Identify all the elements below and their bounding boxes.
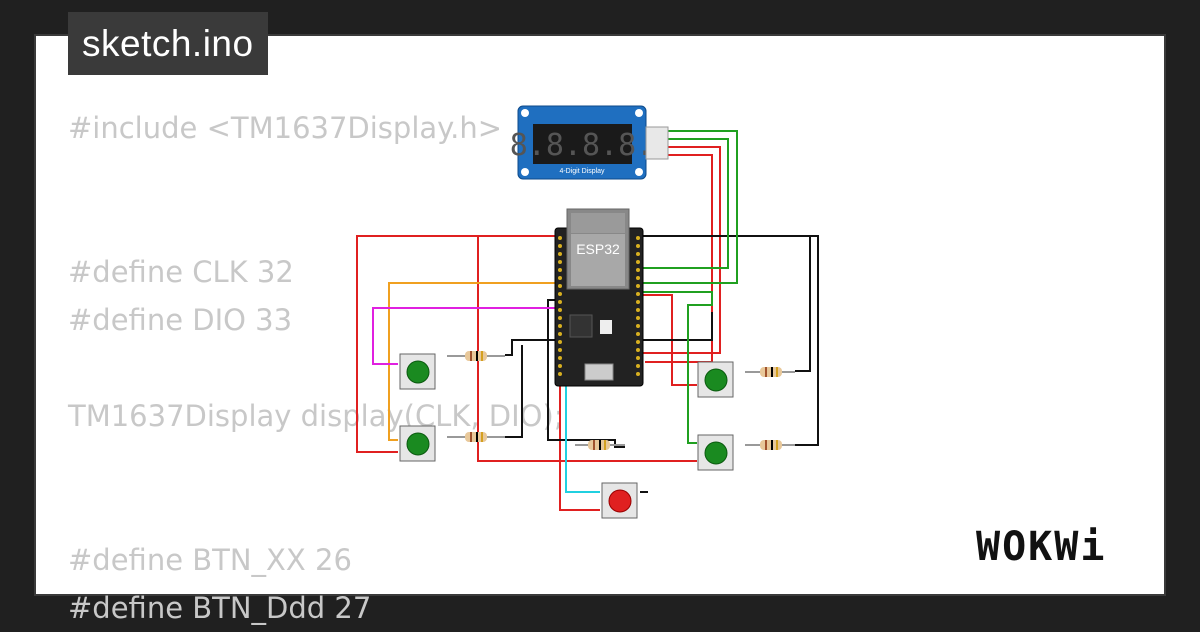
resistor[interactable] [575,440,625,450]
pushbutton-green-4[interactable] [697,434,734,471]
wire-magenta [372,307,560,365]
code-line: TM1637Display display(CLK, DIO); [68,399,564,433]
code-line: #define BTN_Ddd 27 [68,591,372,625]
wire-red [356,235,560,453]
wire-green [640,291,713,444]
wire-orange [388,282,560,441]
wire-green [640,138,729,269]
esp32-board[interactable]: ESP32 [554,208,644,387]
wokwi-logo: WOKWi [976,524,1107,570]
wire-black [505,339,560,356]
resistor[interactable] [745,367,795,377]
code-line: #define BTN_XX 26 [68,543,352,577]
wire-black [547,299,625,448]
wire-green [640,130,738,284]
esp32-pins-right [636,236,640,376]
wire-red [477,235,697,462]
wire-red [645,154,713,363]
wire-black [640,312,713,341]
wire-black [505,345,523,438]
pushbutton-green-2[interactable] [399,425,436,462]
tm1637-display[interactable]: 8.8.8.8. 4-Digit Display [510,105,669,180]
wire-black [640,235,811,372]
resistor[interactable] [447,351,505,361]
resistor[interactable] [447,432,505,442]
code-line: #define DIO 33 [68,303,293,337]
code-background: #include <TM1637Display.h> #define CLK 3… [68,104,564,632]
resistor[interactable] [745,440,795,450]
file-title: sketch.ino [68,12,268,75]
display-digits: 8.8.8.8. [510,128,655,163]
code-line: #include <TM1637Display.h> [68,111,503,145]
display-label: 4-Digit Display [559,168,605,175]
pushbutton-red[interactable] [601,482,638,519]
pushbutton-green-3[interactable] [697,361,734,398]
esp32-pins-left [558,236,562,376]
code-line: #define CLK 32 [68,255,294,289]
pushbutton-green-1[interactable] [399,353,436,390]
resistors [447,351,795,450]
esp32-label: ESP32 [576,241,620,257]
